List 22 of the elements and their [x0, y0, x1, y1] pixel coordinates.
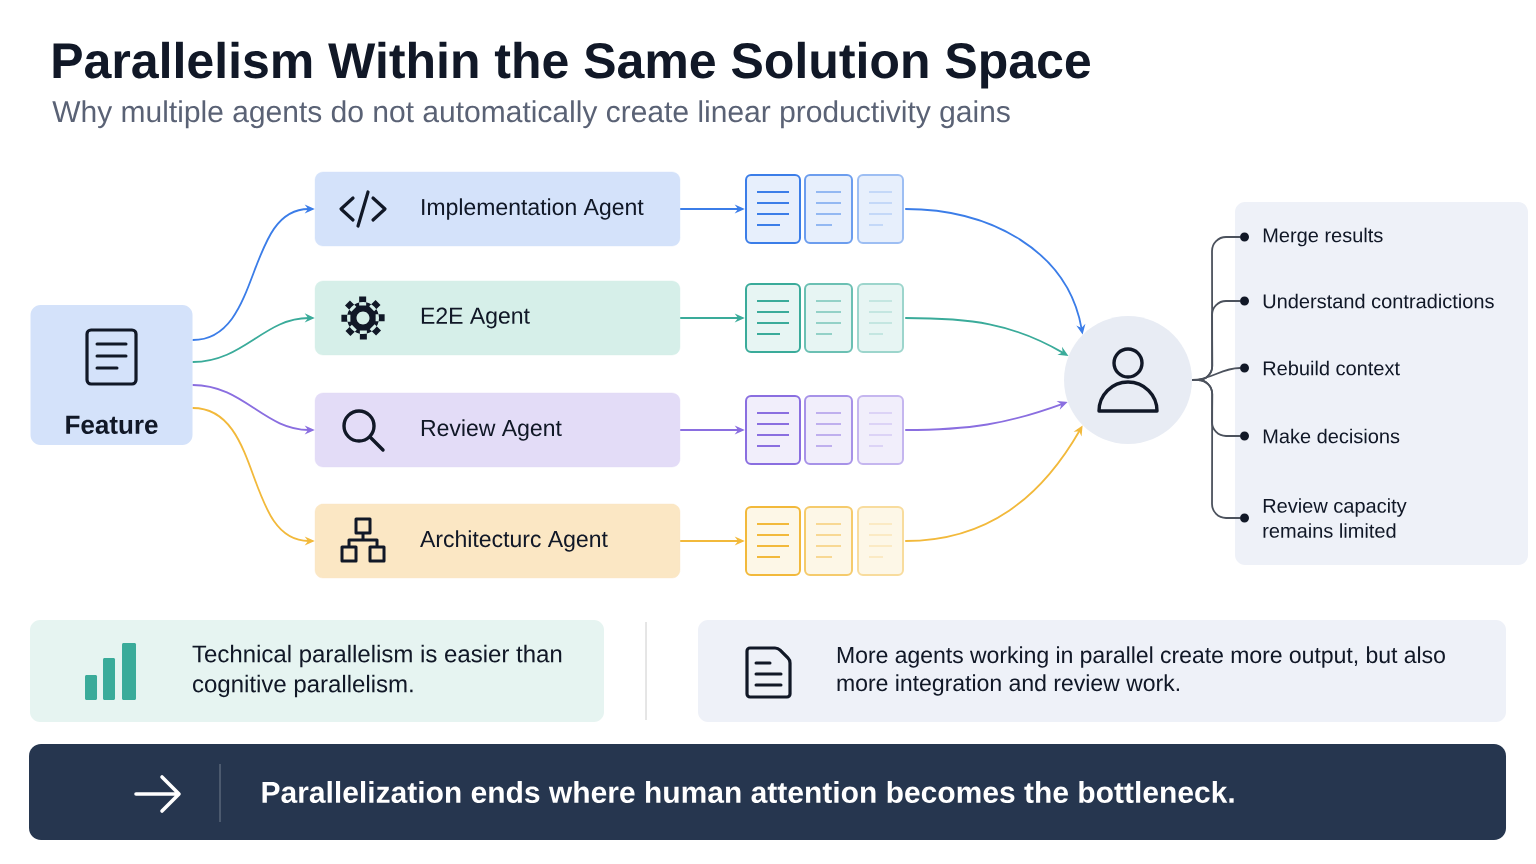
conclusion-banner: Parallelization ends where human attention becomes the bottleneck.	[29, 744, 1506, 840]
document-stack-drawing	[745, 174, 904, 244]
note-box: Technical parallelism is easier than cognitive parallelism.	[30, 620, 604, 722]
list-item: Merge results	[1263, 227, 1383, 247]
person-circle	[1064, 316, 1192, 444]
document-stack-drawing	[745, 395, 904, 465]
list-item: Rebuild context	[1263, 360, 1400, 376]
agent-box: E2E Agent	[314, 280, 681, 356]
title: Parallelism Within the Same Solution Space	[53, 41, 1090, 89]
document-stack-drawing	[745, 283, 904, 353]
list-item: Review capacity remains limited	[1263, 498, 1407, 538]
agent-box: Architecturc Agent	[314, 503, 681, 579]
document-stack-drawing	[745, 506, 904, 576]
list-item: Make decisions	[1263, 428, 1400, 444]
list-item: Understand contradictions	[1263, 293, 1494, 309]
agent-box: Review Agent	[314, 392, 681, 468]
list-panel	[1235, 202, 1528, 565]
agent-box: Implementation Agent	[314, 171, 681, 247]
note-box: More agents working in parallel create more output, but also more integration and review work.	[698, 620, 1506, 722]
bracket-connector	[1191, 379, 1241, 519]
subtitle: Why multiple agents do not automatically create linear productivity gains	[52, 100, 1010, 129]
feature-box: Feature	[30, 305, 193, 445]
